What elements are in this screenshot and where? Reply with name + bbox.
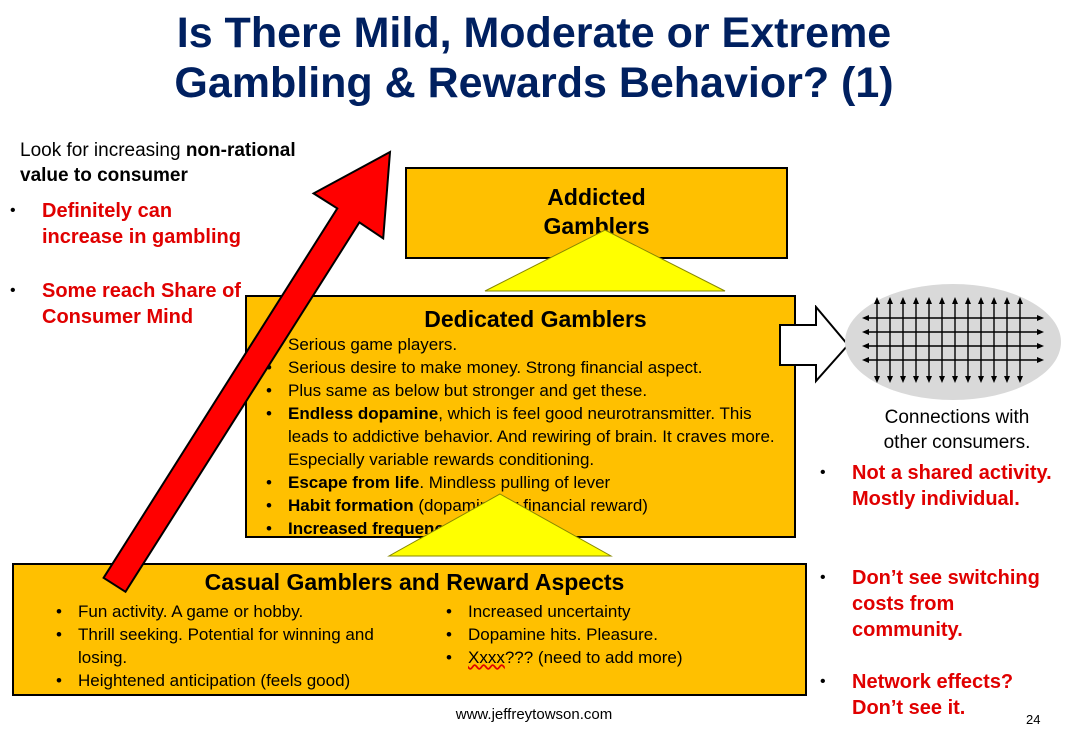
casual-left-text: Thrill seeking. Potential for winning an… [78, 625, 374, 667]
casual-left-bullet: Thrill seeking. Potential for winning an… [52, 623, 427, 669]
casual-left-list: Fun activity. A game or hobby. Thrill se… [52, 600, 427, 692]
casual-right-underlined: Xxxx [468, 648, 505, 667]
right-bullet: •Not a shared activity. Mostly individua… [820, 460, 1065, 512]
dedicated-gamblers-title: Dedicated Gamblers [424, 306, 647, 332]
casual-gamblers-title: Casual Gamblers and Reward Aspects [204, 569, 625, 595]
network-grid-icon [845, 284, 1061, 400]
casual-right-text: Dopamine hits. Pleasure. [468, 625, 658, 644]
dedicated-bullet-bold: Habit formation [288, 496, 414, 515]
casual-left-bullet: Fun activity. A game or hobby. [52, 600, 427, 623]
lower-triangle-icon [387, 493, 613, 557]
dedicated-bullet-bold: Endless dopamine [288, 404, 439, 423]
left-bullet: •Some reach Share of Consumer Mind [10, 280, 241, 328]
dedicated-bullet-text: Plus same as below but stronger and get … [288, 381, 648, 400]
dedicated-bullet: Escape from life. Mindless pulling of le… [262, 471, 784, 494]
network-up-arrowheads [874, 297, 1023, 304]
title-line-1: Is There Mild, Moderate or Extreme [176, 9, 892, 57]
intro-prefix: Look for increasing [20, 140, 186, 161]
up-arrow-icon [102, 150, 392, 594]
casual-left-bullet: Heightened anticipation (feels good) [52, 669, 427, 692]
addicted-title-line-1: Addicted [547, 184, 646, 210]
right-arrow-icon [779, 305, 850, 384]
right-bullet-item: •Don’t see switching costs from communit… [820, 567, 1040, 641]
dedicated-gamblers-box: Dedicated Gamblers Serious game players.… [245, 295, 796, 540]
dedicated-bullet-text: Serious game players. [288, 335, 458, 354]
casual-right-bullet: Xxxx??? (need to add more) [442, 646, 782, 669]
casual-right-bullet: Dopamine hits. Pleasure. [442, 623, 782, 646]
title-line-2: Gambling & Rewards Behavior? (1) [174, 59, 894, 107]
page-number: 24 [1026, 712, 1041, 727]
connections-label: Connections with other consumers. [883, 407, 1031, 453]
casual-right-text: Increased uncertainty [468, 602, 631, 621]
right-bullet: •Network effects? Don’t see it. [820, 669, 1040, 721]
right-bullet-text: Network effects? Don’t see it. [852, 671, 1014, 719]
casual-right-list: Increased uncertainty Dopamine hits. Ple… [442, 600, 782, 669]
right-bullet-text: Not a shared activity. Mostly individual… [852, 462, 1052, 510]
dedicated-bullet: Endless dopamine, which is feel good neu… [262, 402, 784, 471]
left-bullet-list: •Definitely can increase in gambling •So… [10, 198, 250, 330]
intro-bold: non-rational value to consumer [20, 140, 296, 186]
upper-triangle-icon [484, 229, 726, 292]
intro-text: Look for increasing non-rational value t… [20, 138, 320, 188]
casual-right-bullet: Increased uncertainty [442, 600, 782, 623]
right-bullet-item: •Not a shared activity. Mostly individua… [820, 462, 1052, 510]
casual-left-text: Fun activity. A game or hobby. [78, 602, 304, 621]
right-bullet: •Don’t see switching costs from communit… [820, 565, 1065, 643]
network-vertical-lines [876, 302, 1021, 378]
left-bullet-text: Definitely can increase in gambling [42, 200, 241, 248]
network-side-arrowheads [862, 315, 1044, 363]
dedicated-bullet-text: . Mindless pulling of lever [419, 473, 611, 492]
dedicated-bullet: Serious desire to make money. Strong fin… [262, 356, 784, 379]
dedicated-bullet: Plus same as below but stronger and get … [262, 379, 784, 402]
right-bullet-text: Don’t see switching costs from community… [852, 567, 1040, 641]
addicted-gamblers-box: Addicted Gamblers [405, 167, 788, 259]
slide-title: Is There Mild, Moderate or Extreme Gambl… [0, 8, 1068, 108]
casual-gamblers-box: Casual Gamblers and Reward Aspects Fun a… [12, 563, 807, 696]
casual-right-text: ??? (need to add more) [504, 648, 683, 667]
dedicated-bullet-list: Serious game players. Serious desire to … [247, 333, 794, 540]
footer-url: www.jeffreytowson.com [455, 706, 613, 723]
dedicated-bullet-text: , which is feel good neurotransmitter. T… [288, 404, 775, 469]
network-horizontal-lines [867, 317, 1039, 361]
right-bullet-item: •Network effects? Don’t see it. [820, 671, 1014, 719]
left-bullet: •Definitely can increase in gambling [10, 200, 241, 248]
left-bullet-text: Some reach Share of Consumer Mind [42, 280, 241, 328]
dedicated-bullet-bold: Escape from life [288, 473, 420, 492]
dedicated-bullet-text: Serious desire to make money. Strong fin… [288, 358, 703, 377]
network-down-arrowheads [874, 376, 1023, 383]
casual-left-text: Heightened anticipation (feels good) [78, 671, 351, 690]
